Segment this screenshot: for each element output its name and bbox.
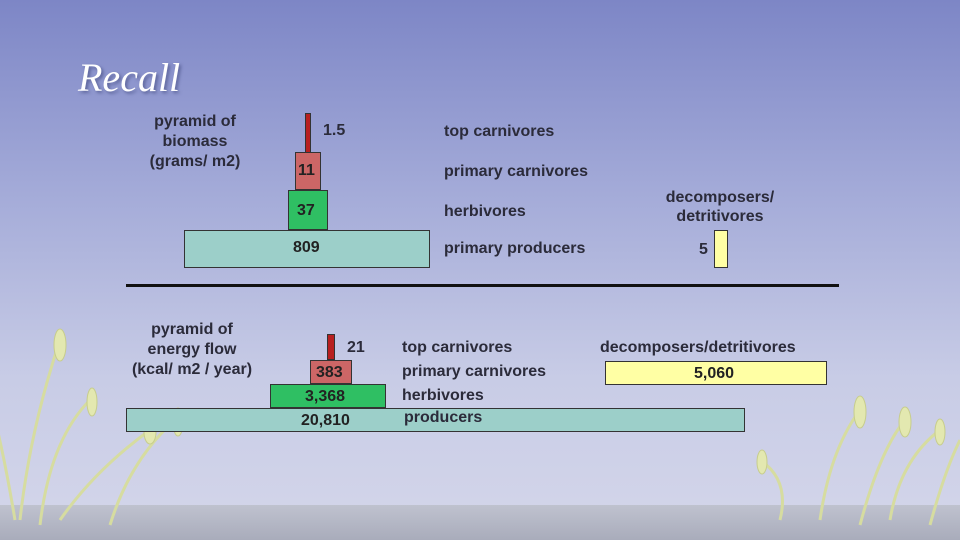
energy-herbivores-value: 3,368 [305, 388, 346, 405]
biomass-primary-carnivores-bar: 11 [295, 152, 321, 190]
energy-label-line1: pyramid of [151, 321, 233, 338]
energy-level-top-carnivores: top carnivores [402, 339, 513, 356]
energy-top-carnivores-value: 21 [347, 339, 365, 356]
biomass-primary-producers-bar: 809 [184, 230, 430, 268]
energy-level-primary-carnivores: primary carnivores [402, 363, 547, 380]
biomass-decomposers-line1: decomposers/ [665, 189, 775, 206]
biomass-level-herbivores: herbivores [444, 203, 526, 220]
energy-producers-bar: 20,810 [126, 408, 745, 432]
biomass-decomposers-value: 5 [699, 241, 708, 258]
biomass-level-top-carnivores: top carnivores [444, 123, 555, 140]
biomass-decomposers-label: decomposers/ detritivores [650, 188, 790, 226]
biomass-label-line1: pyramid of [154, 113, 236, 130]
energy-level-producers: producers [404, 409, 483, 426]
biomass-label-line3: (grams/ m2) [149, 153, 241, 170]
slide-title: Recall [78, 55, 181, 100]
biomass-level-primary-carnivores: primary carnivores [444, 163, 589, 180]
energy-decomposers-label: decomposers/detritivores [600, 339, 796, 356]
biomass-primary-carnivores-value: 11 [298, 162, 315, 179]
energy-label-line2: energy flow [147, 341, 237, 358]
biomass-decomposers-line2: detritivores [676, 208, 764, 225]
biomass-top-carnivores-value: 1.5 [323, 122, 346, 139]
biomass-top-carnivores-bar [305, 113, 311, 153]
energy-label: pyramid of energy flow (kcal/ m2 / year) [118, 320, 266, 380]
energy-decomposers-value: 5,060 [694, 365, 735, 382]
energy-decomposers-bar: 5,060 [605, 361, 827, 385]
biomass-label-line2: biomass [162, 133, 228, 150]
biomass-label: pyramid of biomass (grams/ m2) [140, 112, 250, 172]
biomass-herbivores-bar: 37 [288, 190, 328, 230]
energy-level-herbivores: herbivores [402, 387, 484, 404]
ground-strip [0, 505, 960, 540]
section-divider [126, 284, 839, 287]
biomass-herbivores-value: 37 [297, 202, 315, 219]
biomass-decomposers-bar [714, 230, 728, 268]
energy-primary-carnivores-value: 383 [316, 364, 343, 381]
energy-top-carnivores-bar [327, 334, 335, 360]
energy-producers-value: 20,810 [301, 412, 350, 429]
energy-herbivores-bar: 3,368 [270, 384, 386, 408]
biomass-primary-producers-value: 809 [293, 239, 320, 256]
biomass-level-primary-producers: primary producers [444, 240, 586, 257]
energy-primary-carnivores-bar: 383 [310, 360, 352, 384]
energy-label-line3: (kcal/ m2 / year) [131, 361, 253, 378]
